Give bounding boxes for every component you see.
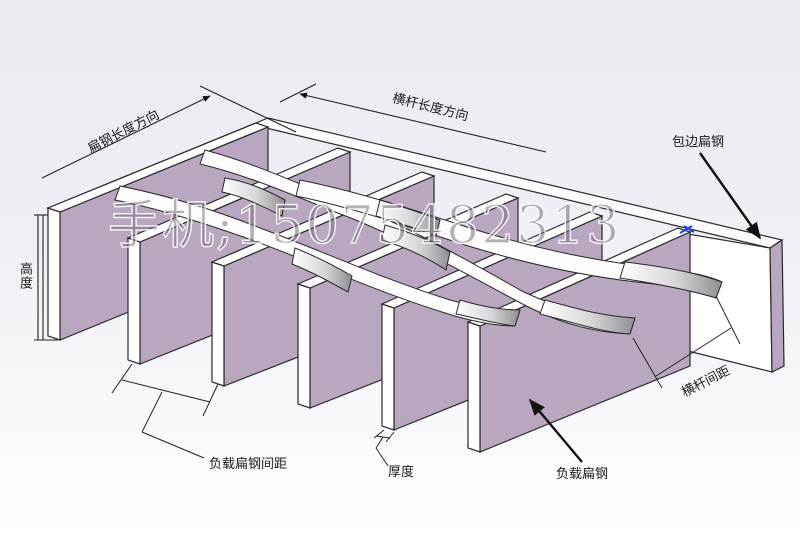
height-dimension [34, 214, 58, 341]
label-thickness: 厚度 [388, 465, 415, 480]
bearing-bar-direction-dimension [41, 85, 297, 179]
label-bearing-bar: 负载扁钢 [556, 467, 609, 482]
cross-bar-3 [295, 179, 723, 299]
cross-bar-direction-dimension [279, 83, 547, 153]
label-height: 高度 [17, 262, 32, 290]
selection-marker [679, 225, 695, 234]
binding-bar-end [675, 231, 785, 373]
bearing-bar-leader [528, 398, 583, 463]
label-binding-bar: 包边扁钢 [672, 135, 725, 150]
bearing-bar-spacing-dimension [111, 363, 219, 459]
cross-bar-spacing-dimension [632, 295, 741, 389]
thickness-dimension [373, 429, 395, 467]
label-bearing-bar-spacing: 负载扁钢间距 [209, 457, 288, 472]
binding-bar-leader [699, 152, 761, 240]
cross-bar-2 [114, 185, 521, 327]
